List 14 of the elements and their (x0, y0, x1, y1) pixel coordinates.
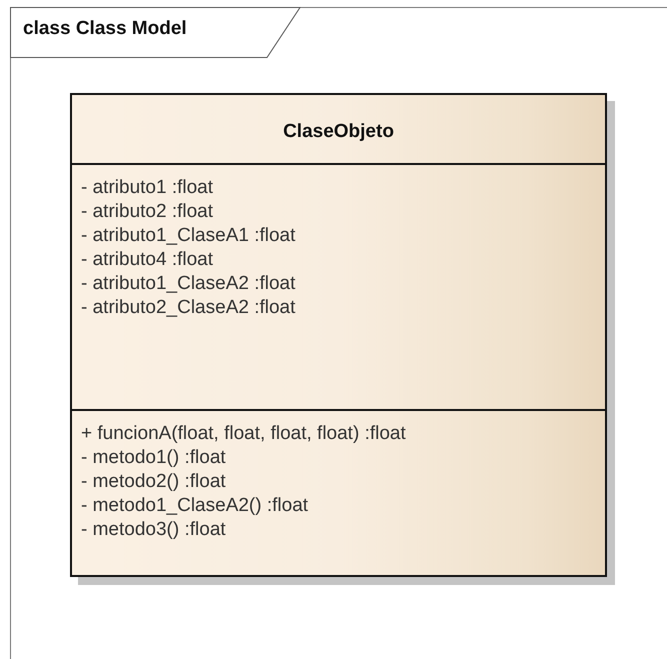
operation-text: + funcionA(float, float, float, float) :float (81, 423, 406, 445)
operation-text: - metodo3() :float (81, 519, 226, 541)
class-name: ClaseObjeto (282, 121, 395, 143)
attribute-text: - atributo1_ClaseA2 :float (81, 273, 296, 295)
frame-title: class Class Model (23, 18, 187, 40)
operation-text: - metodo1() :float (81, 447, 226, 469)
attribute-text: - atributo2_ClaseA2 :float (81, 297, 296, 319)
attribute-text: - atributo2 :float (81, 201, 214, 223)
operation-text: - metodo1_ClaseA2() :float (81, 495, 308, 517)
diagram-frame (10, 7, 667, 659)
operation-text: - metodo2() :float (81, 471, 226, 493)
attribute-text: - atributo1_ClaseA1 :float (81, 225, 296, 247)
attribute-text: - atributo1 :float (81, 177, 214, 199)
attribute-text: - atributo4 :float (81, 249, 214, 271)
